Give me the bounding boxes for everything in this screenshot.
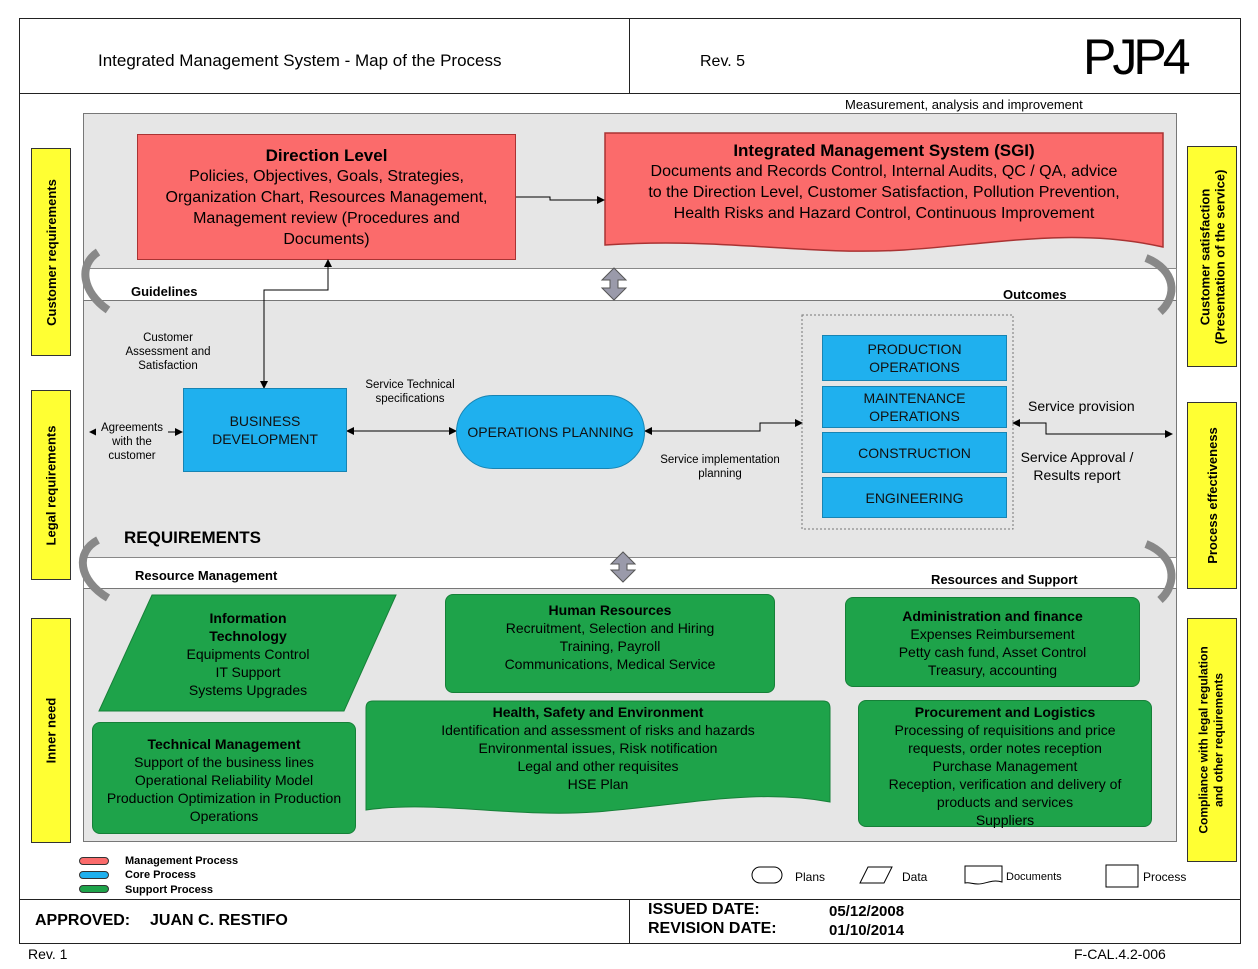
it-title: Information Technology	[209, 610, 287, 644]
sgi-body: Documents and Records Control, Internal …	[648, 163, 1120, 222]
direction-level-box: Direction Level Policies, Objectives, Go…	[137, 134, 516, 260]
agreements-text: Agreements with the customer	[96, 421, 168, 463]
hr-box: Human Resources Recruitment, Selection a…	[445, 594, 775, 693]
service-approval-text: Service Approval / Results report	[1020, 449, 1134, 483]
maintenance-operations-box: MAINTENANCE OPERATIONS	[822, 386, 1007, 428]
footer-divider	[629, 899, 630, 944]
it-data-shape	[98, 594, 397, 712]
legend-documents-label: Documents	[1006, 871, 1062, 883]
engineering-label: ENGINEERING	[865, 489, 964, 506]
page-title: Integrated Management System - Map of th…	[98, 51, 502, 70]
service-provision-text: Service provision	[1028, 398, 1135, 414]
procurement-title: Procurement and Logistics	[914, 704, 1096, 720]
compliance-label: Compliance with legal regulation and oth…	[1187, 618, 1237, 862]
production-operations-label: PRODUCTION OPERATIONS	[867, 341, 962, 375]
hse-box: Health, Safety and Environment Identific…	[365, 703, 831, 793]
hse-body: Identification and assessment of risks a…	[441, 722, 755, 792]
outcomes-label: Outcomes	[1003, 287, 1067, 302]
legend-shapes	[751, 864, 1139, 888]
legend-support-label: Support Process	[125, 884, 214, 896]
footer-top-line	[19, 899, 1241, 900]
sgi-document-shape	[604, 132, 1164, 252]
sgi-box: Integrated Management System (SGI) Docum…	[604, 140, 1164, 224]
it-box: Information Technology Equipments Contro…	[148, 609, 348, 699]
production-operations-box: PRODUCTION OPERATIONS	[822, 335, 1007, 381]
requirements-label: REQUIREMENTS	[124, 528, 261, 547]
procurement-body: Processing of requisitions and price req…	[888, 722, 1122, 828]
page-frame	[19, 18, 1241, 944]
header-bottom-line	[19, 93, 1241, 94]
approved-name: JUAN C. RESTIFO	[150, 912, 288, 929]
business-development-box: BUSINESS DEVELOPMENT	[183, 388, 347, 472]
technical-management-title: Technical Management	[147, 736, 301, 752]
hr-body: Recruitment, Selection and Hiring Traini…	[504, 620, 716, 672]
admin-title: Administration and finance	[902, 608, 1083, 624]
hse-document-shape	[365, 700, 831, 814]
maintenance-operations-label: MAINTENANCE OPERATIONS	[863, 390, 966, 424]
admin-box: Administration and finance Expenses Reim…	[845, 597, 1140, 687]
resource-management-label: Resource Management	[135, 568, 278, 583]
service-impl-text: Service implementation planning	[660, 454, 780, 480]
technical-management-body: Support of the business lines Operationa…	[106, 754, 342, 824]
legend-core-label: Core Process	[125, 869, 196, 881]
legend-management-swatch	[79, 857, 109, 865]
guidelines-label: Guidelines	[131, 284, 198, 299]
revision-date-value: 01/10/2014	[829, 922, 905, 939]
business-development-label: BUSINESS DEVELOPMENT	[212, 413, 318, 447]
construction-label: CONSTRUCTION	[858, 444, 971, 461]
legend-process-label: Process	[1143, 870, 1187, 884]
header-divider-1	[629, 18, 630, 94]
revision-label: Rev. 5	[700, 53, 746, 70]
company-logo: PJP4	[1083, 28, 1190, 86]
sgi-title: Integrated Management System (SGI)	[733, 141, 1035, 160]
technical-management-box: Technical Management Support of the busi…	[92, 722, 356, 834]
logo-text: PJP4	[1083, 29, 1190, 85]
hr-title: Human Resources	[548, 602, 672, 618]
hse-title: Health, Safety and Environment	[492, 704, 704, 720]
admin-body: Expenses Reimbursement Petty cash fund, …	[898, 626, 1087, 678]
revision-date-label: REVISION DATE:	[648, 920, 777, 937]
customer-requirements-label: Customer requirements	[31, 148, 71, 356]
construction-box: CONSTRUCTION	[822, 432, 1007, 473]
legend-core-swatch	[79, 871, 109, 879]
service-tech-spec-text: Service Technical specifications	[365, 379, 455, 405]
operations-planning-label: OPERATIONS PLANNING	[467, 424, 634, 440]
issued-date-value: 05/12/2008	[829, 903, 905, 920]
legend-plans-label: Plans	[795, 870, 826, 884]
form-code: F-CAL.4.2-006	[1074, 946, 1166, 962]
legend-data-label: Data	[902, 870, 928, 884]
direction-level-body: Policies, Objectives, Goals, Strategies,…	[165, 168, 488, 248]
resources-support-label: Resources and Support	[931, 572, 1078, 587]
customer-satisfaction-label: Customer satisfaction (Presentation of t…	[1187, 146, 1237, 367]
inner-need-label: Inner need	[31, 618, 71, 843]
operations-planning-box: OPERATIONS PLANNING	[456, 395, 645, 469]
it-body: Equipments Control IT Support Systems Up…	[186, 646, 310, 698]
bottom-rev: Rev. 1	[28, 946, 68, 962]
customer-assessment-text: Customer Assessment and Satisfaction	[125, 332, 211, 372]
measurement-note: Measurement, analysis and improvement	[845, 97, 1083, 112]
issued-date-label: ISSUED DATE:	[648, 901, 760, 918]
legend-management-label: Management Process	[125, 855, 239, 867]
process-effectiveness-label: Process effectiveness	[1187, 402, 1237, 589]
engineering-box: ENGINEERING	[822, 477, 1007, 518]
approved-label: APPROVED:	[35, 912, 131, 929]
legal-requirements-label: Legal requirements	[31, 390, 71, 580]
procurement-box: Procurement and Logistics Processing of …	[858, 700, 1152, 828]
legend-support-swatch	[79, 885, 109, 893]
direction-level-title: Direction Level	[265, 146, 388, 165]
